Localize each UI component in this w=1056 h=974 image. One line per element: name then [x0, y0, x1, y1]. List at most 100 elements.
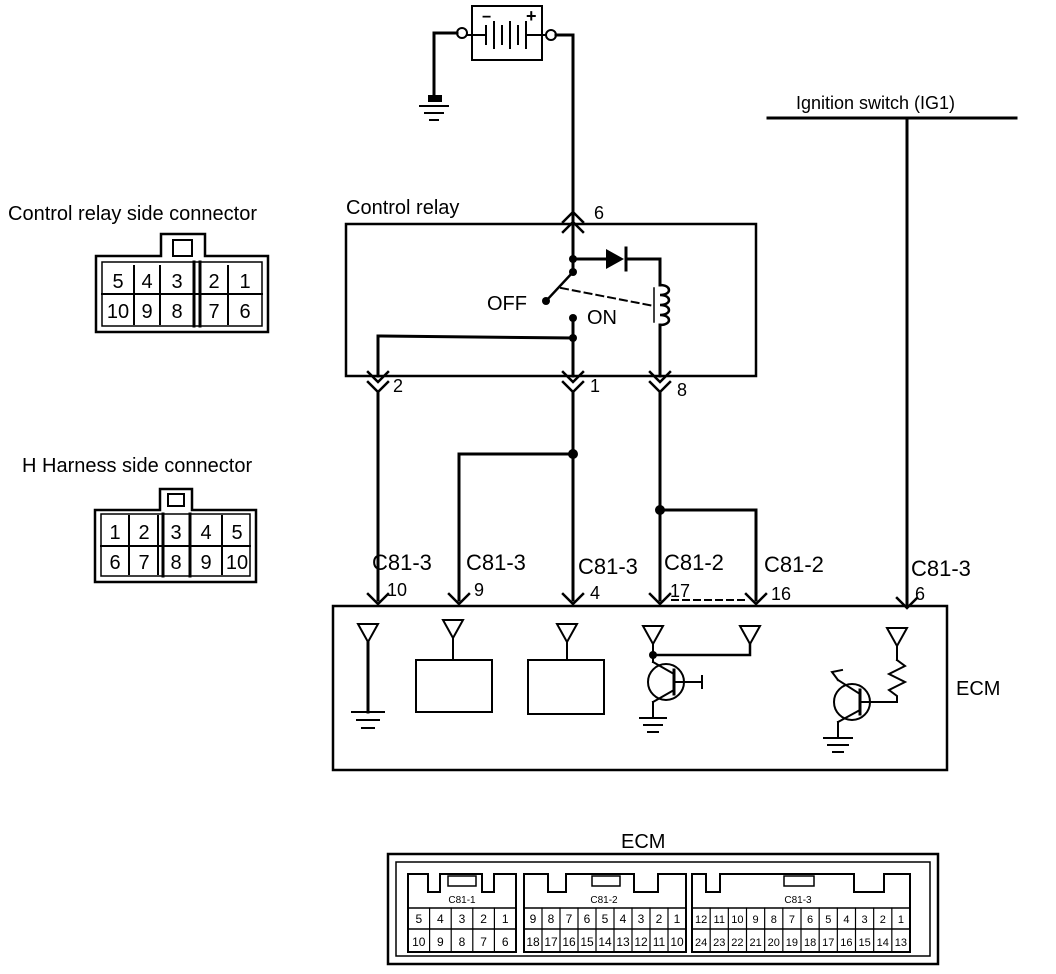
ecm-circuit-block-1	[415, 659, 493, 713]
battery-symbol: − +	[456, 5, 557, 61]
term-6-pin: 6	[915, 584, 925, 604]
relay-pin-6-label: 6	[594, 203, 604, 223]
c81-1-pin: 5	[415, 912, 422, 926]
c81-3-pin: 2	[880, 914, 886, 926]
c81-1-pin: 8	[459, 935, 466, 949]
c81-2-pin: 9	[530, 912, 537, 926]
harness-conn-pin: 5	[231, 522, 242, 544]
ecm-junction	[649, 651, 657, 659]
svg-text:−: −	[482, 9, 491, 26]
c81-1-pin: 3	[459, 912, 466, 926]
term-1-pin: 10	[387, 580, 407, 600]
c81-3-pin: 4	[843, 914, 849, 926]
c81-1-pin: 1	[502, 912, 509, 926]
relay-pin-1-label: 1	[590, 376, 600, 396]
control-relay-box	[344, 222, 758, 378]
relay-side-connector	[94, 232, 270, 334]
term-6-conn: C81-3	[911, 556, 971, 581]
harness-conn-pin: 6	[109, 552, 120, 574]
c81-2-pin: 12	[634, 935, 648, 949]
c81-2-pin: 13	[616, 935, 630, 949]
relay-conn-pin: 6	[239, 301, 250, 323]
ecm-circuit-block-2	[527, 659, 605, 715]
c81-2-pin: 6	[584, 912, 591, 926]
c81-3-pin: 7	[789, 914, 795, 926]
c81-3-pin: 1	[898, 914, 904, 926]
battery-positive-wire	[554, 33, 575, 234]
relay-conn-pin: 9	[141, 301, 152, 323]
diode-icon	[606, 246, 628, 272]
relay-conn-pin: 4	[141, 271, 152, 293]
c81-3-pin: 22	[731, 937, 743, 949]
term-5-conn: C81-2	[764, 552, 824, 577]
c81-3-pin: 11	[714, 914, 725, 926]
relay-switch-arm	[544, 270, 575, 303]
battery-negative-wire	[432, 31, 459, 97]
c81-3-pin: 12	[695, 914, 707, 926]
c81-3-pin: 13	[895, 937, 907, 949]
term-1-conn: C81-3	[372, 550, 432, 575]
c81-1-pin: 4	[437, 912, 444, 926]
svg-text:+: +	[526, 6, 537, 26]
c81-3-pin: 18	[804, 937, 816, 949]
c81-2-pin: 1	[674, 912, 681, 926]
term-2-pin: 9	[474, 580, 484, 600]
relay-conn-pin: 3	[171, 271, 182, 293]
relay-side-connector-label: Control relay side connector	[8, 203, 257, 225]
coil-top-wire	[624, 257, 662, 287]
c81-3-pin: 8	[771, 914, 777, 926]
c81-3-pin: 10	[731, 914, 743, 926]
ecm-connector-body	[386, 852, 940, 966]
c81-2-pin: 2	[656, 912, 663, 926]
c81-2-pin: 17	[544, 935, 558, 949]
c81-1-pin: 6	[502, 935, 509, 949]
term-4-pin: 17	[670, 581, 690, 601]
c81-3-pin: 19	[786, 937, 798, 949]
relay-pin2-wire	[376, 334, 575, 378]
c81-3-pin: 5	[825, 914, 831, 926]
relay-coil-icon	[653, 283, 671, 327]
relay-off-label: OFF	[487, 293, 527, 315]
harness-conn-pin: 7	[138, 552, 149, 574]
c81-3-pin: 6	[807, 914, 813, 926]
harness-conn-pin: 4	[200, 522, 211, 544]
c81-3-pin: 15	[858, 937, 870, 949]
c81-2-pin: 18	[526, 935, 540, 949]
ecm-internal-terminals	[356, 619, 909, 649]
relay-pin-8-label: 8	[677, 380, 687, 400]
ecm-connector-c81-2	[523, 873, 687, 953]
relay-conn-pin: 10	[107, 301, 129, 323]
ecm-label: ECM	[956, 678, 1000, 700]
harness-conn-pin: 2	[138, 522, 149, 544]
c81-3-pin: 16	[840, 937, 852, 949]
relay-conn-pin: 5	[112, 271, 123, 293]
c81-1-pin: 10	[412, 935, 426, 949]
relay-actuator-link	[559, 286, 656, 308]
relay-contact-off	[542, 297, 550, 305]
c81-3-pin: 20	[768, 937, 780, 949]
c81-1-name: C81-1	[448, 895, 476, 906]
relay-pin-2-label: 2	[393, 376, 403, 396]
c81-1-pin: 2	[480, 912, 487, 926]
harness-side-connector-label: H Harness side connector	[22, 455, 252, 477]
term-5-pin: 16	[771, 584, 791, 604]
c81-3-pin: 24	[695, 937, 707, 949]
resistor-icon	[871, 658, 908, 703]
c81-3-pin: 17	[822, 937, 834, 949]
relay-conn-pin: 7	[208, 301, 219, 323]
c81-3-pin: 9	[753, 914, 759, 926]
ecm-t16-wire	[651, 642, 752, 657]
c81-2-pin: 4	[620, 912, 627, 926]
c81-3-pin: 3	[862, 914, 868, 926]
harness-conn-pin: 3	[170, 522, 181, 544]
battery-ground-icon	[419, 95, 449, 121]
term-4-conn: C81-2	[664, 550, 724, 575]
ecm-ground-icon-1	[351, 711, 385, 729]
relay-junction-2	[569, 334, 577, 342]
c81-2-pin: 16	[562, 935, 576, 949]
c81-3-pin: 23	[713, 937, 725, 949]
